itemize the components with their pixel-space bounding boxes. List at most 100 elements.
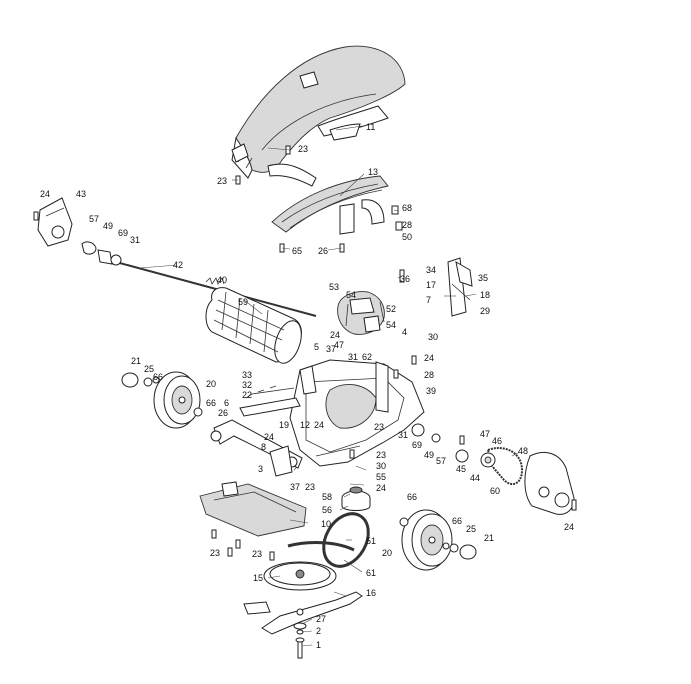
part-label: 66 <box>407 492 417 502</box>
part-label: 54 <box>346 290 356 300</box>
gearbox <box>337 291 385 335</box>
part-label: 23 <box>305 482 315 492</box>
part-label: 21 <box>131 356 141 366</box>
drive-chain <box>486 447 524 486</box>
part-label: 39 <box>426 386 436 396</box>
grass-bag-cover <box>231 45 406 187</box>
part-label: 45 <box>456 464 466 474</box>
cutting-blade <box>243 591 363 635</box>
part-label: 24 <box>376 483 386 493</box>
part-label: 32 <box>242 380 252 390</box>
part-label: 22 <box>242 390 252 400</box>
hub-caps <box>121 372 477 560</box>
part-label: 46 <box>492 436 502 446</box>
part-label: 6 <box>224 398 229 408</box>
part-label: 11 <box>366 122 375 132</box>
part-label: 43 <box>76 189 86 199</box>
part-label: 66 <box>452 516 462 526</box>
part-label: 1 <box>316 640 321 650</box>
part-label: 24 <box>564 522 574 532</box>
part-label: 28 <box>402 220 412 230</box>
part-label: 3 <box>258 464 263 474</box>
part-label: 23 <box>252 549 262 559</box>
part-label: 23 <box>217 176 227 186</box>
part-label: 52 <box>386 304 396 314</box>
blade-bolt <box>293 622 307 659</box>
part-label: 60 <box>490 486 500 496</box>
part-label: 24 <box>314 420 324 430</box>
part-label: 57 <box>89 214 99 224</box>
leader-lines <box>139 125 521 647</box>
part-label: 58 <box>322 492 332 502</box>
part-label: 23 <box>298 144 308 154</box>
part-label: 29 <box>480 306 490 316</box>
part-label: 8 <box>261 442 266 452</box>
rear-flap <box>37 197 73 247</box>
part-label: 35 <box>478 273 488 283</box>
part-label: 42 <box>173 260 183 270</box>
part-label: 36 <box>400 274 410 284</box>
part-label: 37 <box>290 482 300 492</box>
part-label: 23 <box>210 548 220 558</box>
part-label: 26 <box>218 408 228 418</box>
part-number-labels: 11 23 23 13 24 43 68 57 28 49 69 50 31 6… <box>40 122 574 650</box>
part-label: 33 <box>242 370 252 380</box>
sprockets <box>411 423 496 468</box>
part-label: 25 <box>144 364 154 374</box>
part-label: 68 <box>402 203 412 213</box>
part-label: 69 <box>412 440 422 450</box>
part-label: 37 <box>326 344 336 354</box>
part-label: 23 <box>376 450 386 460</box>
small-screws <box>33 145 577 561</box>
part-label: 18 <box>480 290 490 300</box>
handle-bracket <box>447 257 473 317</box>
part-label: 7 <box>426 295 431 305</box>
spring <box>205 277 225 285</box>
part-label: 49 <box>103 221 113 231</box>
rear-roller <box>205 287 302 364</box>
part-label: 28 <box>424 370 434 380</box>
part-label: 13 <box>368 167 378 177</box>
part-label: 69 <box>118 228 128 238</box>
mower-deck <box>289 359 425 467</box>
part-label: 47 <box>334 340 344 350</box>
part-label: 30 <box>428 332 438 342</box>
part-label: 54 <box>386 320 396 330</box>
part-label: 2 <box>316 626 321 636</box>
part-label: 23 <box>374 422 384 432</box>
part-label: 31 <box>348 352 358 362</box>
part-label: 24 <box>424 353 434 363</box>
rear-wheel-left <box>153 371 201 429</box>
part-label: 20 <box>382 548 392 558</box>
part-label: 17 <box>426 280 436 290</box>
lower-deck <box>199 481 307 537</box>
part-label: 21 <box>484 533 494 543</box>
part-label: 12 <box>300 420 310 430</box>
part-label: 34 <box>426 265 436 275</box>
part-label: 56 <box>322 505 332 515</box>
part-label: 24 <box>40 189 50 199</box>
part-label: 47 <box>480 429 490 439</box>
small-belt <box>287 541 355 552</box>
part-label: 51 <box>366 536 376 546</box>
part-label: 48 <box>518 446 528 456</box>
part-label: 66 <box>153 372 163 382</box>
part-label: 27 <box>316 614 326 624</box>
part-label: 50 <box>402 232 412 242</box>
part-label: 59 <box>238 297 248 307</box>
part-label: 15 <box>253 573 263 583</box>
part-label: 40 <box>217 275 227 285</box>
part-label: 55 <box>376 472 386 482</box>
part-label: 61 <box>366 568 376 578</box>
part-label: 25 <box>466 524 476 534</box>
part-label: 24 <box>264 432 274 442</box>
part-label: 31 <box>130 235 140 245</box>
part-label: 66 <box>206 398 216 408</box>
front-wheel-right <box>401 509 453 571</box>
drive-belt <box>322 512 370 568</box>
part-label: 5 <box>314 342 319 352</box>
part-label: 26 <box>318 246 328 256</box>
part-label: 10 <box>321 519 331 529</box>
part-label: 65 <box>292 246 302 256</box>
